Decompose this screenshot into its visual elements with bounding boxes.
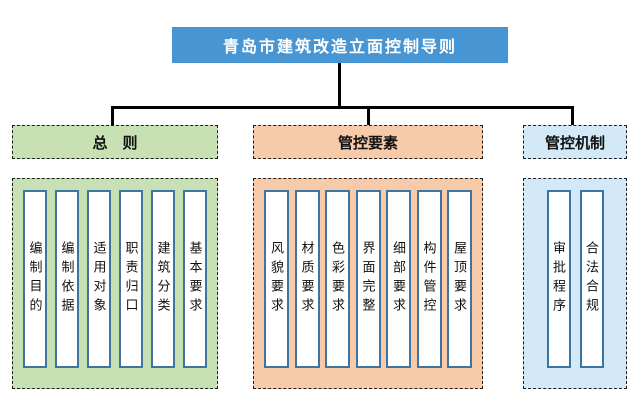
item-label: 职责归口 xyxy=(123,241,139,317)
item-label: 基本要求 xyxy=(187,241,203,317)
item-box: 合法合规 xyxy=(579,190,604,368)
section-body-mechanism: 审批程序 合法合规 xyxy=(523,178,627,389)
connector-horizontal xyxy=(111,106,574,109)
item-box: 建筑分类 xyxy=(151,190,175,368)
item-label: 细部要求 xyxy=(391,241,406,317)
section-body-elements: 风貌要求 材质要求 色彩要求 界面完整 细部要求 构件管控 屋顶要求 xyxy=(253,178,483,389)
section-body-general: 编制目的 编制依据 适用对象 职责归口 建筑分类 基本要求 xyxy=(12,178,218,389)
item-box: 界面完整 xyxy=(355,190,381,368)
root-title-label: 青岛市建筑改造立面控制导则 xyxy=(222,39,457,56)
section-header-general-label: 总 则 xyxy=(92,134,138,152)
item-box: 色彩要求 xyxy=(325,190,350,368)
section-header-mechanism-label: 管控机制 xyxy=(544,134,605,152)
connector-drop-general xyxy=(111,107,114,126)
item-box: 屋顶要求 xyxy=(447,190,472,368)
item-label: 合法合规 xyxy=(584,241,599,317)
item-box: 风貌要求 xyxy=(264,190,289,368)
item-label: 编制目的 xyxy=(27,241,43,317)
section-header-elements: 管控要素 xyxy=(253,125,483,159)
item-label: 界面完整 xyxy=(360,241,376,317)
section-header-general: 总 则 xyxy=(12,125,218,159)
connector-drop-elements xyxy=(367,107,370,126)
item-label: 审批程序 xyxy=(551,241,566,317)
item-label: 编制依据 xyxy=(59,241,75,317)
item-box: 基本要求 xyxy=(183,190,207,368)
item-label: 材质要求 xyxy=(299,241,315,317)
item-box: 职责归口 xyxy=(119,190,143,368)
item-label: 建筑分类 xyxy=(155,241,171,317)
item-label: 风貌要求 xyxy=(269,241,284,317)
item-label: 构件管控 xyxy=(421,241,437,317)
connector-drop-mechanism xyxy=(571,107,574,126)
section-header-mechanism: 管控机制 xyxy=(523,125,627,159)
root-title-box: 青岛市建筑改造立面控制导则 xyxy=(172,27,508,63)
section-header-elements-label: 管控要素 xyxy=(337,134,398,152)
item-box: 编制依据 xyxy=(55,190,79,368)
item-box: 构件管控 xyxy=(416,190,442,368)
item-label: 色彩要求 xyxy=(330,241,345,317)
connector-trunk xyxy=(338,63,341,109)
item-label: 适用对象 xyxy=(91,241,107,317)
item-box: 编制目的 xyxy=(23,190,47,368)
item-box: 审批程序 xyxy=(546,190,571,368)
item-box: 适用对象 xyxy=(87,190,111,368)
item-box: 材质要求 xyxy=(294,190,320,368)
item-label: 屋顶要求 xyxy=(452,241,467,317)
item-box: 细部要求 xyxy=(386,190,411,368)
